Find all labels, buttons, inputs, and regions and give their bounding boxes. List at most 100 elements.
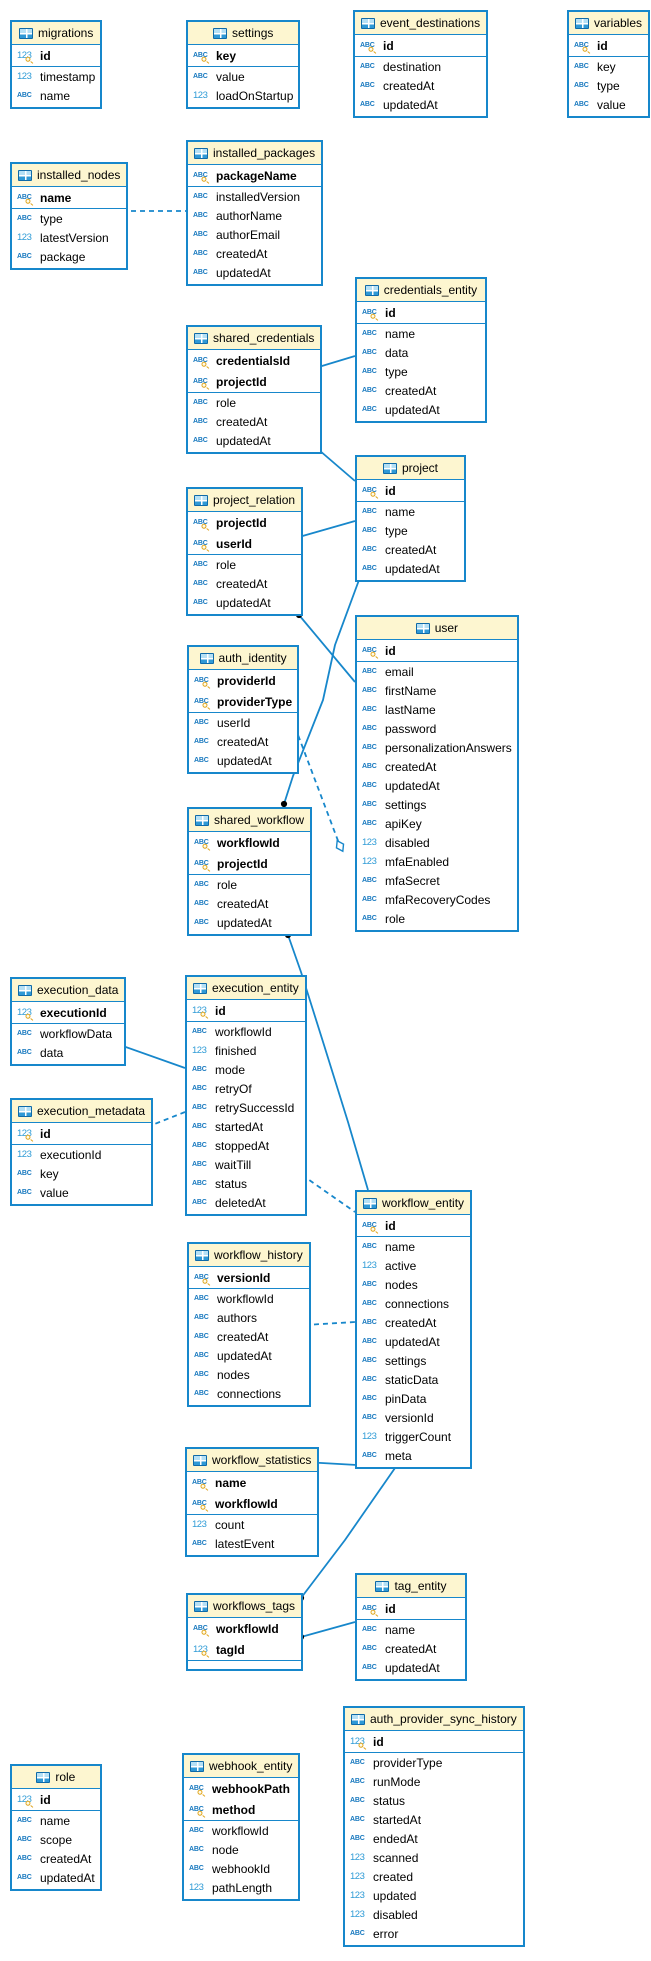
- relationship-connector[interactable]: [146, 1111, 186, 1128]
- table-header[interactable]: execution_data: [12, 979, 125, 1001]
- relationship-connector[interactable]: [294, 726, 341, 847]
- table-header[interactable]: auth_identity: [189, 647, 298, 669]
- relationship-connector[interactable]: [119, 1044, 186, 1069]
- table-header[interactable]: event_destinations: [355, 12, 487, 34]
- relationship-connector[interactable]: [304, 1321, 356, 1326]
- table-header[interactable]: workflow_history: [189, 1244, 309, 1266]
- table-header[interactable]: workflow_entity: [357, 1192, 471, 1214]
- table-header[interactable]: migrations: [12, 22, 101, 44]
- relationship-connector[interactable]: [283, 579, 360, 805]
- table-header[interactable]: tag_entity: [357, 1575, 465, 1597]
- table-header[interactable]: auth_provider_sync_history: [345, 1708, 523, 1730]
- table-header[interactable]: role: [12, 1766, 100, 1788]
- relationship-connector[interactable]: [300, 1621, 356, 1638]
- table-header[interactable]: project_relation: [188, 489, 302, 511]
- table-header[interactable]: variables: [569, 12, 649, 34]
- relationship-connector[interactable]: [300, 1467, 396, 1599]
